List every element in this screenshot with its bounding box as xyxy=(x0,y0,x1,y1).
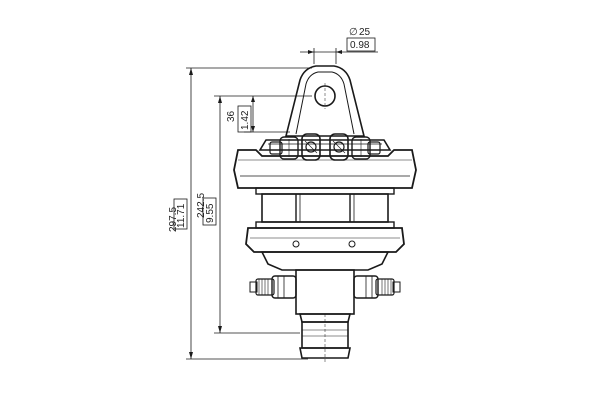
ear-offset-metric: 36 xyxy=(226,110,237,122)
total-height-dimension: 297.5 11.71 xyxy=(168,67,312,360)
total-height-metric: 297.5 xyxy=(168,207,179,232)
shaft-housing xyxy=(260,251,390,315)
left-fitting xyxy=(249,275,297,299)
total-height-imperial-box xyxy=(173,198,188,230)
body-height-dimension: 242.5 9.55 xyxy=(196,95,300,334)
upper-housing xyxy=(233,149,417,189)
lower-shaft xyxy=(298,313,352,362)
hydraulic-ports xyxy=(269,133,381,161)
total-height-imperial: 11.71 xyxy=(176,203,187,228)
hydraulic-port-4 xyxy=(351,136,381,160)
pin-diameter-symbol: ∅ xyxy=(349,27,358,38)
hydraulic-port-1 xyxy=(269,136,299,160)
ribbed-body xyxy=(255,187,395,229)
ear-offset-imperial-box xyxy=(237,105,252,133)
body-height-imperial-box xyxy=(202,197,217,226)
pin-diameter-imperial: 0.98 xyxy=(350,40,370,51)
pin-diameter-dimension: ∅ 25 0.98 xyxy=(300,27,378,64)
lower-flange xyxy=(245,227,405,253)
top-plate xyxy=(258,139,392,151)
mounting-lug xyxy=(284,65,366,137)
body-height-imperial: 9.55 xyxy=(205,203,216,223)
ear-offset-imperial: 1.42 xyxy=(240,110,251,130)
body-height-metric: 242.5 xyxy=(196,193,207,218)
pin-diameter-imperial-box xyxy=(346,37,376,52)
pin-diameter-metric: 25 xyxy=(359,27,371,38)
right-fitting xyxy=(353,275,401,299)
ear-offset-dimension: 36 1.42 xyxy=(226,95,312,133)
